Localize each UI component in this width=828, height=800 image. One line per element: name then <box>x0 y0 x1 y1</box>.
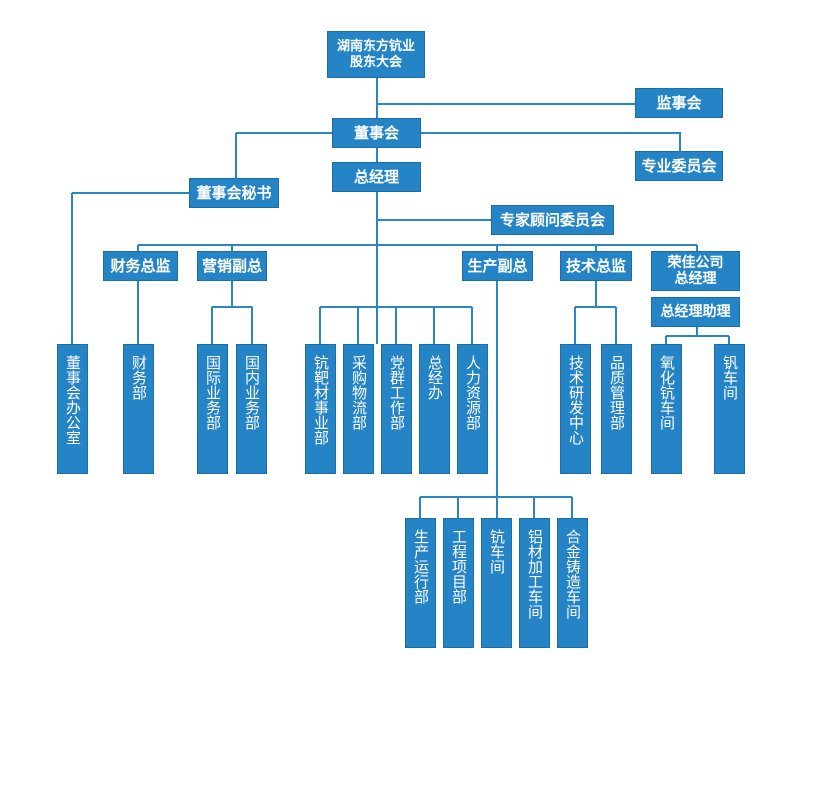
node-engineering-projects: 工程项目部 <box>443 518 474 648</box>
node-shareholders-meeting: 湖南东方钪业 股东大会 <box>327 31 425 78</box>
node-domestic-business: 国内业务部 <box>236 344 267 474</box>
node-quality-management: 品质管理部 <box>601 344 632 474</box>
node-international-business: 国际业务部 <box>197 344 228 474</box>
node-expert-advisory-committee: 专家顾问委员会 <box>491 205 614 235</box>
node-board-secretary: 董事会秘书 <box>189 178 279 208</box>
node-procurement-logistics: 采购物流部 <box>343 344 374 474</box>
node-technical-director: 技术总监 <box>560 251 632 281</box>
node-special-committee: 专业委员会 <box>635 151 723 181</box>
node-gm-office: 总经办 <box>419 344 450 474</box>
node-board-of-directors: 董事会 <box>332 118 421 148</box>
node-aluminum-processing-workshop: 铝材加工车间 <box>519 518 550 648</box>
node-scandium-oxide-workshop: 氧化钪车间 <box>651 344 682 474</box>
node-party-admin-work: 党群工作部 <box>381 344 412 474</box>
node-assistant-gm: 总经理助理 <box>651 297 740 327</box>
node-scandium-workshop: 钪车间 <box>481 518 512 648</box>
node-production-operations: 生产运行部 <box>405 518 436 648</box>
node-general-manager: 总经理 <box>332 162 421 192</box>
node-rd-center: 技术研发中心 <box>560 344 591 474</box>
node-board-office: 董事会办公室 <box>57 344 88 474</box>
node-human-resources: 人力资源部 <box>457 344 488 474</box>
node-cfo: 财务总监 <box>103 251 178 281</box>
node-scandium-target-division: 钪靶材事业部 <box>305 344 336 474</box>
node-supervisory-board: 监事会 <box>635 88 723 118</box>
node-rongjia-gm: 荣佳公司 总经理 <box>651 251 740 291</box>
node-alloy-casting-workshop: 合金铸造车间 <box>557 518 588 648</box>
connector-2 <box>236 132 681 151</box>
node-marketing-vp: 营销副总 <box>197 251 267 281</box>
node-finance-dept: 财务部 <box>123 344 154 474</box>
node-vanadium-workshop: 钒车间 <box>714 344 745 474</box>
node-production-vp: 生产副总 <box>462 251 533 281</box>
